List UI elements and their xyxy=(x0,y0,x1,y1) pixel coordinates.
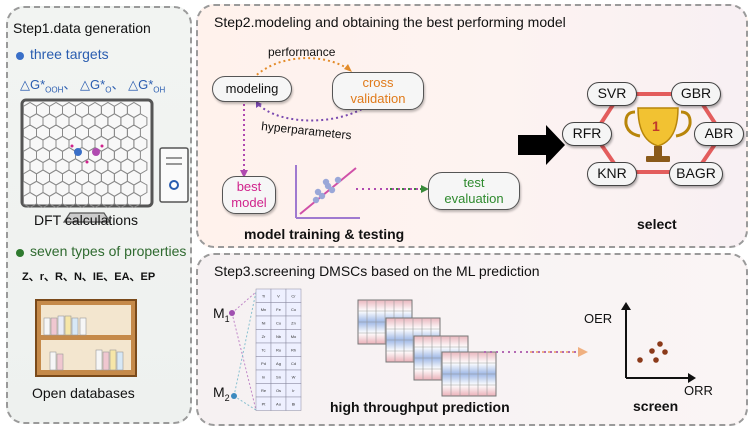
targets-formulas: △G*OOH、 △G*O、 △G*OH xyxy=(20,77,166,95)
training-label: model training & testing xyxy=(244,226,405,242)
performance-label: performance xyxy=(268,45,336,59)
bullet-dot-icon xyxy=(16,52,24,60)
model-svr: SVR xyxy=(587,82,637,106)
step1-title: Step1.data generation xyxy=(13,20,151,36)
model-gbr: GBR xyxy=(671,82,721,106)
target-o: △G*O xyxy=(80,77,112,95)
target-ooh: △G*OOH xyxy=(20,77,64,95)
model-abr: ABR xyxy=(694,122,744,146)
step3-title: Step3.screening DMSCs based on the ML pr… xyxy=(214,263,540,279)
oer-axis-label: OER xyxy=(584,311,613,326)
m1-label: M1 xyxy=(213,305,230,324)
model-knr: KNR xyxy=(587,162,637,186)
modeling-node: modeling xyxy=(212,76,292,102)
orr-axis-label: ORR xyxy=(684,383,713,398)
databases-label: Open databases xyxy=(32,385,135,401)
model-bagr: BAGR xyxy=(669,162,723,186)
m2-label: M2 xyxy=(213,384,230,403)
step2-title: Step2.modeling and obtaining the best pe… xyxy=(214,14,566,30)
bullet-dot-icon xyxy=(16,249,24,257)
trophy-number: 1 xyxy=(652,118,660,134)
select-label: select xyxy=(637,216,677,232)
model-rfr: RFR xyxy=(562,122,612,146)
properties-list: Z、r、R、N、IE、EA、EP xyxy=(22,271,156,283)
ht-label: high throughput prediction xyxy=(330,399,510,415)
dft-label: DFT calculations xyxy=(34,212,139,228)
targets-heading: three targets xyxy=(30,46,109,62)
properties-heading: seven types of properties xyxy=(30,243,187,259)
target-oh: △G*OH xyxy=(128,77,166,95)
screen-label: screen xyxy=(633,398,679,414)
